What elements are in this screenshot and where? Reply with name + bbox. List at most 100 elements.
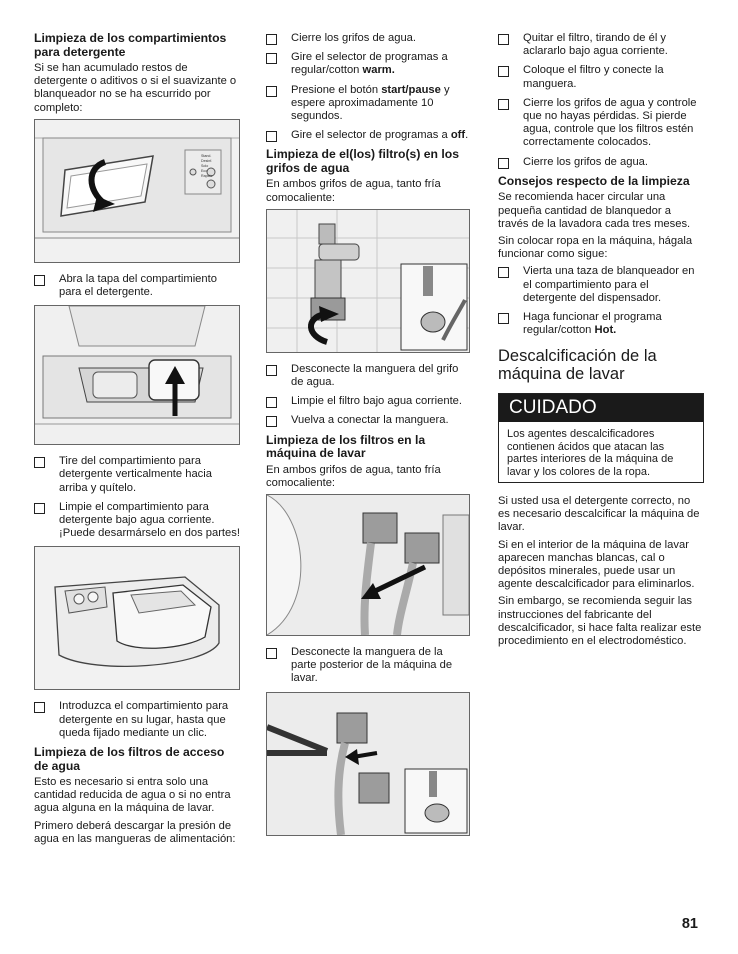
checkbox-icon xyxy=(498,157,509,169)
figure-remove-compartment xyxy=(34,305,240,446)
column-middle: Cierre los grifos de agua. Gire el selec… xyxy=(266,32,470,846)
fig1-label: Rapido xyxy=(201,173,213,178)
step-text-bold: warm. xyxy=(362,64,395,77)
step-check-leaks: Cierre los grifos de agua y controle que… xyxy=(498,97,704,150)
figure-pliers-drawing xyxy=(267,692,469,835)
checkbox-icon xyxy=(498,267,509,279)
fig1-label: Eco xyxy=(201,168,208,173)
checkbox-icon xyxy=(266,85,277,97)
figure-machine-hose-drawing xyxy=(267,495,469,636)
section-heading-machine-filters: Limpieza de los filtros en la máquina de… xyxy=(266,432,426,461)
step-text-bold: start/pause xyxy=(381,83,441,96)
step-insert-compartment: Introduzca el compartimiento para deterg… xyxy=(34,700,240,740)
step-text: Cierre los grifos de agua. xyxy=(523,155,648,168)
figure-compartment xyxy=(34,546,240,691)
figure-tap-filter-drawing xyxy=(267,209,469,352)
step-text: Abra la tapa del compartimiento para el … xyxy=(59,272,217,299)
step-text: Presione el botón start/pause y espere a… xyxy=(291,84,470,124)
checkbox-icon xyxy=(266,364,277,376)
checkbox-icon xyxy=(34,702,45,714)
step-text: Tire del compartimiento para detergente … xyxy=(59,455,212,494)
fig1-label: Desinf. xyxy=(201,158,213,163)
paragraph-tap-filters: En ambos grifos de agua, tanto fría como… xyxy=(266,178,441,204)
step-text: Coloque el filtro y conecte la manguera. xyxy=(523,64,664,90)
checkbox-icon xyxy=(34,274,45,286)
page-number: 81 xyxy=(681,916,698,932)
figure-open-lid-drawing xyxy=(35,119,239,262)
column-right: Quitar el filtro, tirando de él y aclara… xyxy=(498,32,704,652)
paragraph-cleaning-tips-1: Se recomienda hacer circular una pequeña… xyxy=(498,191,691,230)
caution-body: Los agentes descalcificadores contienen … xyxy=(507,428,674,478)
step-text-part: . xyxy=(465,129,469,142)
step-text: Gire el selector de programas a regular/… xyxy=(291,51,470,77)
step-text-part: Haga funcionar el programa regular/cotto… xyxy=(523,310,662,337)
step-text-part: Gire el selector de programas a regular/… xyxy=(291,51,448,77)
step-text-part: Gire el selector de programas a xyxy=(291,129,451,142)
step-select-off: Gire el selector de programas a off. xyxy=(266,129,470,143)
step-close-taps: Cierre los grifos de agua. xyxy=(266,32,470,45)
section-heading-inlet-filters: Limpieza de los filtros de acceso de agu… xyxy=(34,745,225,773)
step-place-filter: Coloque el filtro y conecte la manguera. xyxy=(498,64,704,90)
checkbox-icon xyxy=(498,312,509,324)
paragraph-inlet-filters-1: Esto es necesario si entra solo una cant… xyxy=(34,776,231,815)
step-text-bold: Hot. xyxy=(594,324,617,337)
paragraph-machine-filters: En ambos grifos de agua, tanto fría como… xyxy=(266,463,441,489)
step-disconnect-tap-hose: Desconecte la manguera del grifo de agua… xyxy=(266,363,470,389)
checkbox-icon xyxy=(266,648,277,660)
section-heading-detergent: Limpieza de los compartimientos para det… xyxy=(34,31,227,59)
step-text: Limpie el compartimiento para detergente… xyxy=(59,500,240,540)
step-text: Vuelva a conectar la manguera. xyxy=(291,414,449,427)
step-text-part: Presione el botón xyxy=(291,83,382,96)
step-text-part: y espere aproximadamente 10 segundos. xyxy=(291,83,450,123)
step-open-lid: Abra la tapa del compartimiento para el … xyxy=(34,273,240,299)
step-remove-filter: Quitar el filtro, tirando de él y aclara… xyxy=(498,32,704,58)
step-text: Introduzca el compartimiento para deterg… xyxy=(59,700,229,739)
figure-open-lid: Stand. Desinf. Solo Eco Rapido xyxy=(34,118,240,263)
checkbox-icon xyxy=(266,34,277,45)
figure-remove-compartment-drawing xyxy=(35,306,239,445)
figure-pliers xyxy=(266,691,470,836)
figure-machine-hose xyxy=(266,494,470,637)
checkbox-icon xyxy=(34,457,45,469)
checkbox-icon xyxy=(498,98,509,110)
paragraph-descaling-1: Si usted usa el detergente correcto, no … xyxy=(498,494,700,534)
caution-title: CUIDADO xyxy=(499,394,703,423)
checkbox-icon xyxy=(266,416,277,428)
step-text: Quitar el filtro, tirando de él y aclara… xyxy=(523,32,668,58)
paragraph-detergent-intro: Si se han acumulado restos de detergente… xyxy=(34,62,237,114)
step-text: Desconecte la manguera de la parte poste… xyxy=(291,646,453,685)
step-text: Gire el selector de programas a off. xyxy=(291,129,470,142)
step-pull-compartment: Tire del compartimiento para detergente … xyxy=(34,455,240,495)
section-heading-cleaning-tips: Consejos respecto de la limpieza xyxy=(498,173,690,188)
fig1-button-labels: Stand. Desinf. Solo Eco Rapido xyxy=(201,154,212,179)
checkbox-icon xyxy=(266,131,277,143)
step-select-warm: Gire el selector de programas a regular/… xyxy=(266,51,470,77)
paragraph-descaling-3: Sin embargo, se recomienda seguir las in… xyxy=(498,595,702,648)
step-text: Cierre los grifos de agua. xyxy=(291,32,416,44)
step-text: Vierta una taza de blanqueador en el com… xyxy=(523,265,695,304)
step-reconnect-hose: Vuelva a conectar la manguera. xyxy=(266,414,470,428)
step-text: Haga funcionar el programa regular/cotto… xyxy=(523,311,704,337)
step-text: Cierre los grifos de agua y controle que… xyxy=(523,96,697,149)
paragraph-descaling-2: Si en el interior de la máquina de lavar… xyxy=(498,538,695,591)
checkbox-icon xyxy=(266,53,277,65)
fig1-label: Stand. xyxy=(201,153,212,158)
checkbox-icon xyxy=(266,397,277,409)
fig1-label: Solo xyxy=(201,163,209,168)
section-heading-descaling: Descalcificación de la máquina de lavar xyxy=(498,347,657,384)
checkbox-icon xyxy=(498,66,509,78)
figure-compartment-drawing xyxy=(35,547,239,690)
step-text: Limpie el filtro bajo agua corriente. xyxy=(291,395,463,408)
section-heading-tap-filters: Limpieza de el(los) filtro(s) en los gri… xyxy=(266,147,459,175)
figure-tap-filter xyxy=(266,208,470,353)
step-pour-bleach: Vierta una taza de blanqueador en el com… xyxy=(498,265,704,305)
step-clean-compartment: Limpie el compartimiento para detergente… xyxy=(34,501,240,541)
step-close-taps-final: Cierre los grifos de agua. xyxy=(498,156,704,169)
column-left: Limpieza de los compartimientos para det… xyxy=(34,31,240,850)
step-run-hot: Haga funcionar el programa regular/cotto… xyxy=(498,311,704,337)
paragraph-inlet-filters-2: Primero deberá descargar la presión de a… xyxy=(34,819,236,845)
caution-box: CUIDADO Los agentes descalcificadores co… xyxy=(498,393,704,483)
paragraph-cleaning-tips-2: Sin colocar ropa en la máquina, hágala f… xyxy=(498,234,693,261)
step-text-bold: off xyxy=(450,129,466,142)
step-disconnect-machine-hose: Desconecte la manguera de la parte poste… xyxy=(266,646,470,686)
